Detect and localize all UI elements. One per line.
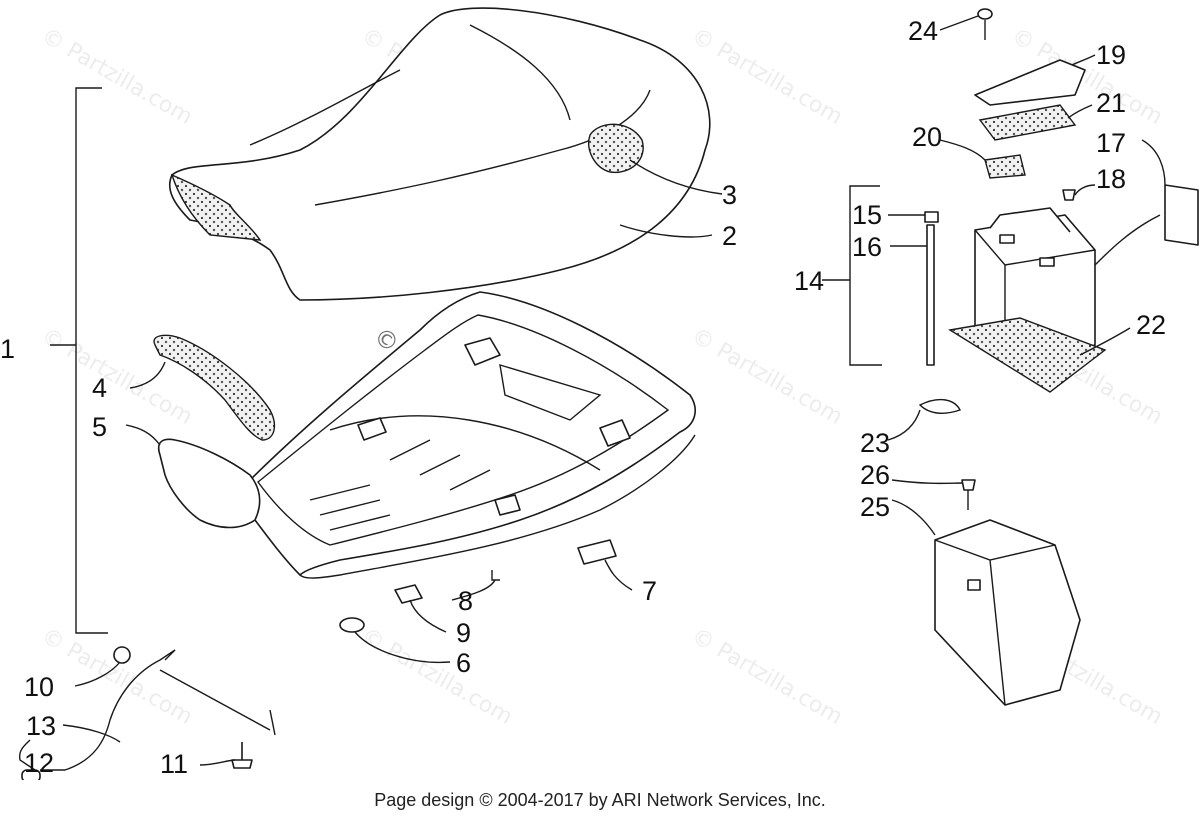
callout-7[interactable]: 7	[642, 576, 657, 606]
callout-15[interactable]: 15	[852, 200, 882, 230]
seat-cushion[interactable]	[168, 7, 711, 301]
callout-14[interactable]: 14	[794, 266, 824, 296]
diagram-canvas: © Partzilla.com © Partzilla.com © Partzi…	[0, 7, 1199, 783]
callout-16[interactable]: 16	[852, 232, 882, 262]
spring[interactable]	[113, 646, 131, 664]
bolt[interactable]	[231, 742, 253, 769]
callout-13[interactable]: 13	[26, 711, 56, 741]
callout-23[interactable]: 23	[860, 428, 890, 458]
screw-top[interactable]	[977, 8, 993, 20]
callout-labels: 1 2 3 4 5 6 7 8 9 10 11 12 13 14 15 16 1…	[0, 16, 1166, 779]
group-bracket-1	[75, 87, 108, 634]
callout-25[interactable]: 25	[860, 492, 890, 522]
battery-box[interactable]	[934, 519, 1081, 706]
callout-10[interactable]: 10	[24, 672, 54, 702]
clip[interactable]	[491, 570, 500, 581]
callout-2[interactable]: 2	[722, 221, 737, 251]
callout-17[interactable]: 17	[1096, 128, 1126, 158]
stand-assembly[interactable]	[21, 646, 276, 783]
box-screw[interactable]	[961, 479, 976, 491]
callout-3[interactable]: 3	[722, 180, 737, 210]
nut[interactable]	[924, 211, 939, 223]
callout-9[interactable]: 9	[456, 618, 471, 648]
rear-bracket[interactable]	[157, 438, 261, 529]
callout-4[interactable]: 4	[92, 373, 107, 403]
rubber-grommet[interactable]	[339, 617, 365, 633]
callout-1[interactable]: 1	[0, 334, 15, 364]
watermark: © Partzilla.com	[357, 624, 517, 731]
callout-22[interactable]: 22	[1136, 310, 1166, 340]
latch-plate[interactable]	[577, 539, 617, 565]
terminal-screw[interactable]	[1062, 189, 1076, 201]
rubber-pad[interactable]	[394, 584, 423, 604]
grab-pad[interactable]	[153, 334, 276, 441]
callout-5[interactable]: 5	[92, 412, 107, 442]
watermark: © Partzilla.com	[687, 624, 847, 731]
callout-11[interactable]: 11	[160, 749, 188, 779]
watermark: © Partzilla.com	[37, 24, 197, 131]
callout-12[interactable]: 12	[24, 748, 54, 778]
watermark: © Partzilla.com	[687, 324, 847, 431]
callout-8[interactable]: 8	[458, 586, 473, 616]
bracket-pad[interactable]	[978, 104, 1077, 141]
footer-credit: Page design © 2004-2017 by ARI Network S…	[374, 790, 826, 810]
battery-cover[interactable]	[1164, 184, 1199, 246]
clamp-ring[interactable]	[918, 398, 961, 414]
rod[interactable]	[926, 224, 935, 366]
hold-down-bracket[interactable]	[974, 59, 1086, 106]
callout-18[interactable]: 18	[1096, 164, 1126, 194]
callout-21[interactable]: 21	[1096, 88, 1126, 118]
callout-20[interactable]: 20	[912, 122, 942, 152]
callout-24[interactable]: 24	[908, 16, 938, 46]
battery-pad[interactable]	[948, 317, 1107, 393]
callout-6[interactable]: 6	[456, 648, 471, 678]
group-bracket-14	[849, 185, 882, 366]
callout-19[interactable]: 19	[1096, 40, 1126, 70]
leader-lines	[18, 15, 1166, 771]
callout-26[interactable]: 26	[860, 460, 890, 490]
small-pad[interactable]	[984, 154, 1026, 179]
watermark: © Partzilla.com	[687, 24, 847, 131]
seat-base[interactable]	[242, 291, 696, 579]
